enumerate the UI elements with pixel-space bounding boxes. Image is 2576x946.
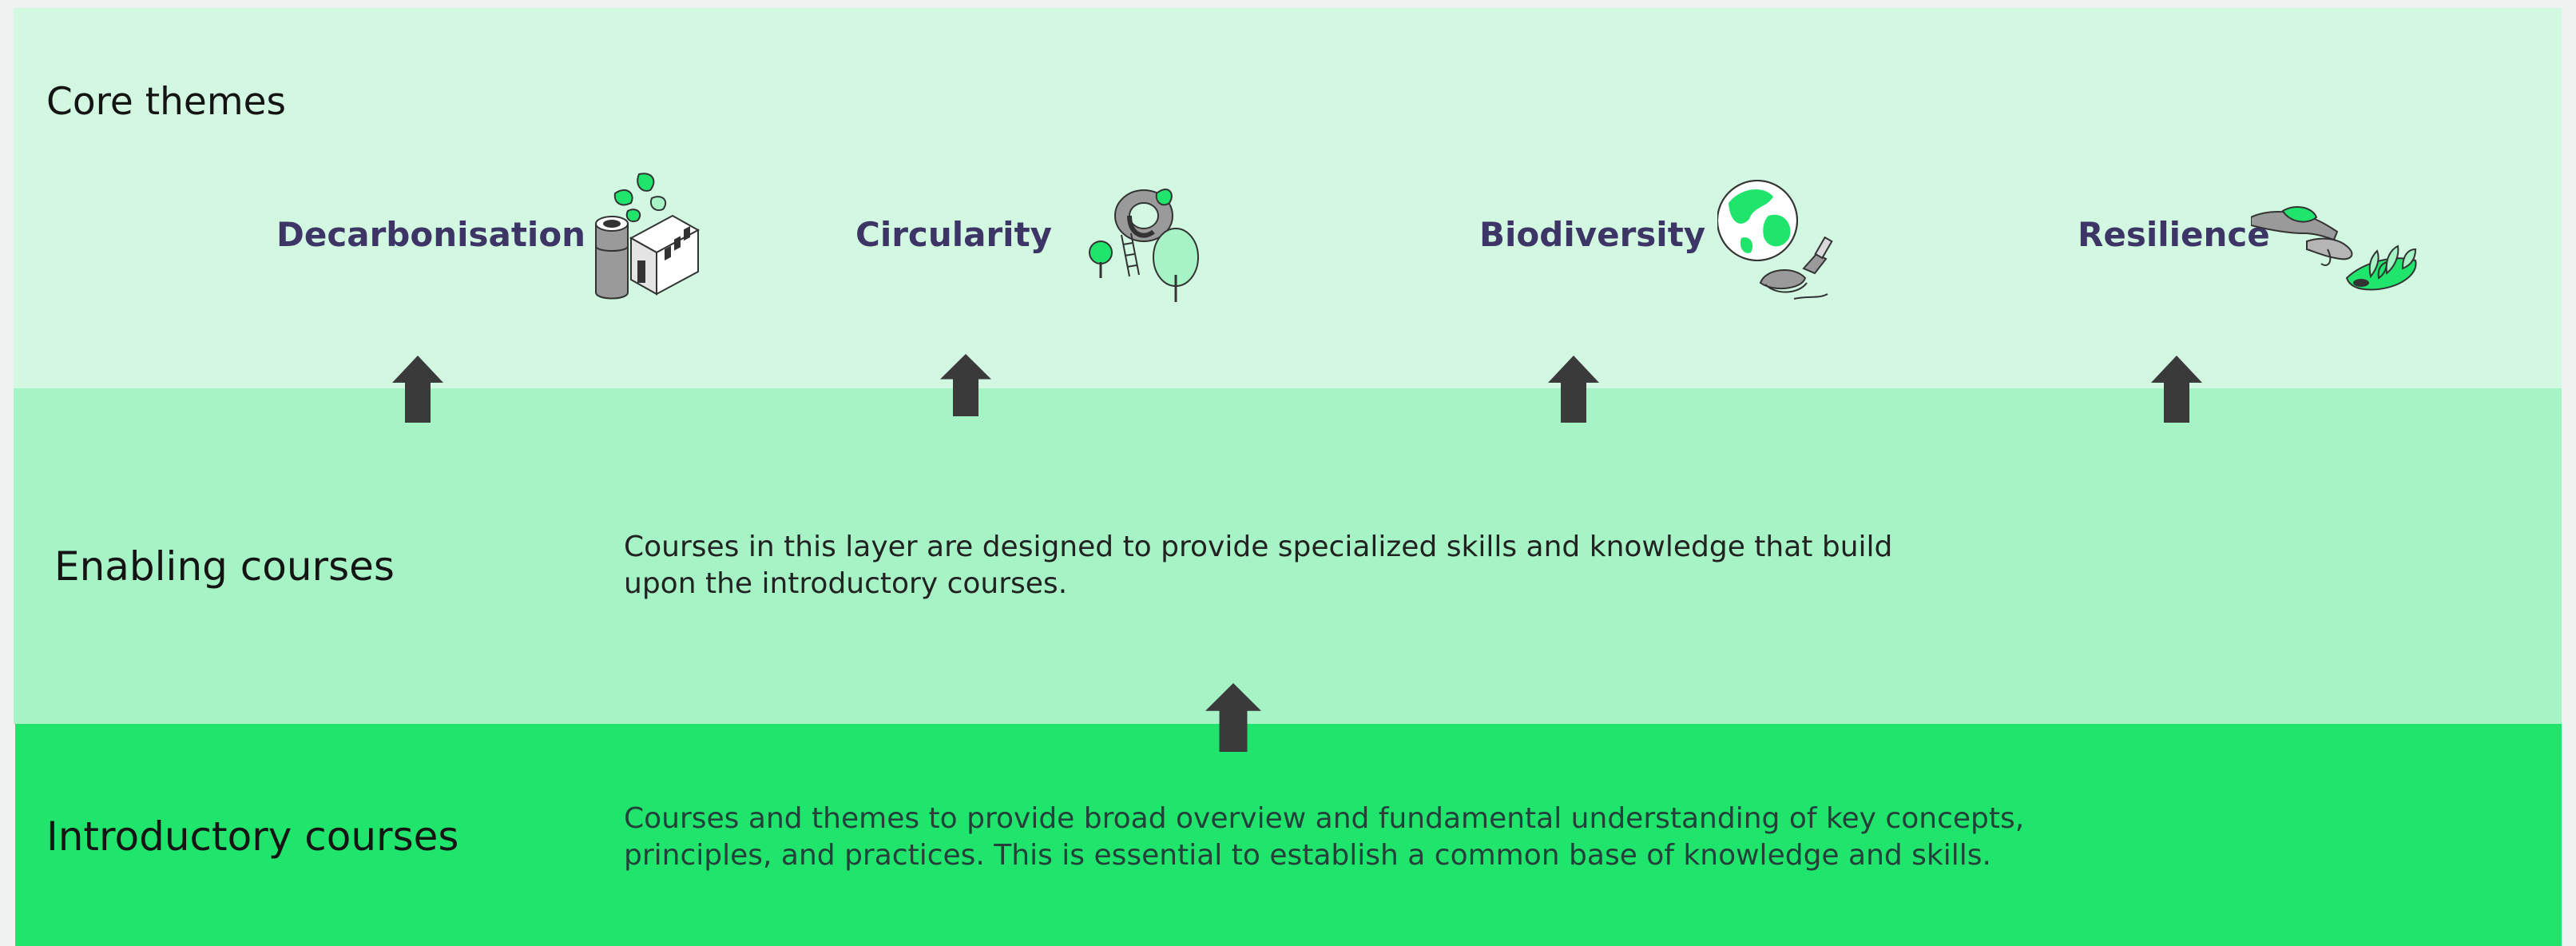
theme-biodiversity: Biodiversity bbox=[1479, 215, 1706, 254]
up-arrow-icon bbox=[2151, 356, 2202, 423]
factory-with-leaves-icon bbox=[589, 166, 701, 305]
enabling-courses-layer bbox=[14, 388, 2562, 724]
up-arrow-icon bbox=[940, 354, 991, 421]
enabling-description-line-1: Courses in this layer are designed to pr… bbox=[624, 531, 1893, 563]
up-arrow-icon bbox=[1548, 356, 1599, 423]
introductory-description-line-2: principles, and practices. This is essen… bbox=[624, 839, 1991, 872]
theme-circularity: Circularity bbox=[855, 215, 1053, 254]
theme-decarbonisation: Decarbonisation bbox=[276, 215, 586, 254]
enabling-courses-title: Enabling courses bbox=[54, 543, 395, 590]
globe-and-soil-icon bbox=[1717, 179, 1837, 318]
core-themes-title: Core themes bbox=[46, 80, 287, 124]
introductory-courses-description: Courses and themes to provide broad over… bbox=[624, 801, 2024, 874]
enabling-description-line-2: upon the introductory courses. bbox=[624, 567, 1068, 600]
introductory-courses-title: Introductory courses bbox=[46, 813, 459, 860]
up-arrow-icon bbox=[1205, 683, 1261, 752]
theme-resilience: Resilience bbox=[2078, 215, 2270, 254]
introductory-description-line-1: Courses and themes to provide broad over… bbox=[624, 802, 2025, 835]
core-themes-layer bbox=[14, 8, 2562, 388]
hands-and-plants-icon bbox=[2250, 205, 2419, 296]
enabling-courses-description: Courses in this layer are designed to pr… bbox=[624, 529, 1892, 602]
tyre-and-trees-icon bbox=[1080, 179, 1208, 310]
introductory-courses-layer bbox=[15, 724, 2562, 946]
up-arrow-icon bbox=[392, 356, 443, 423]
